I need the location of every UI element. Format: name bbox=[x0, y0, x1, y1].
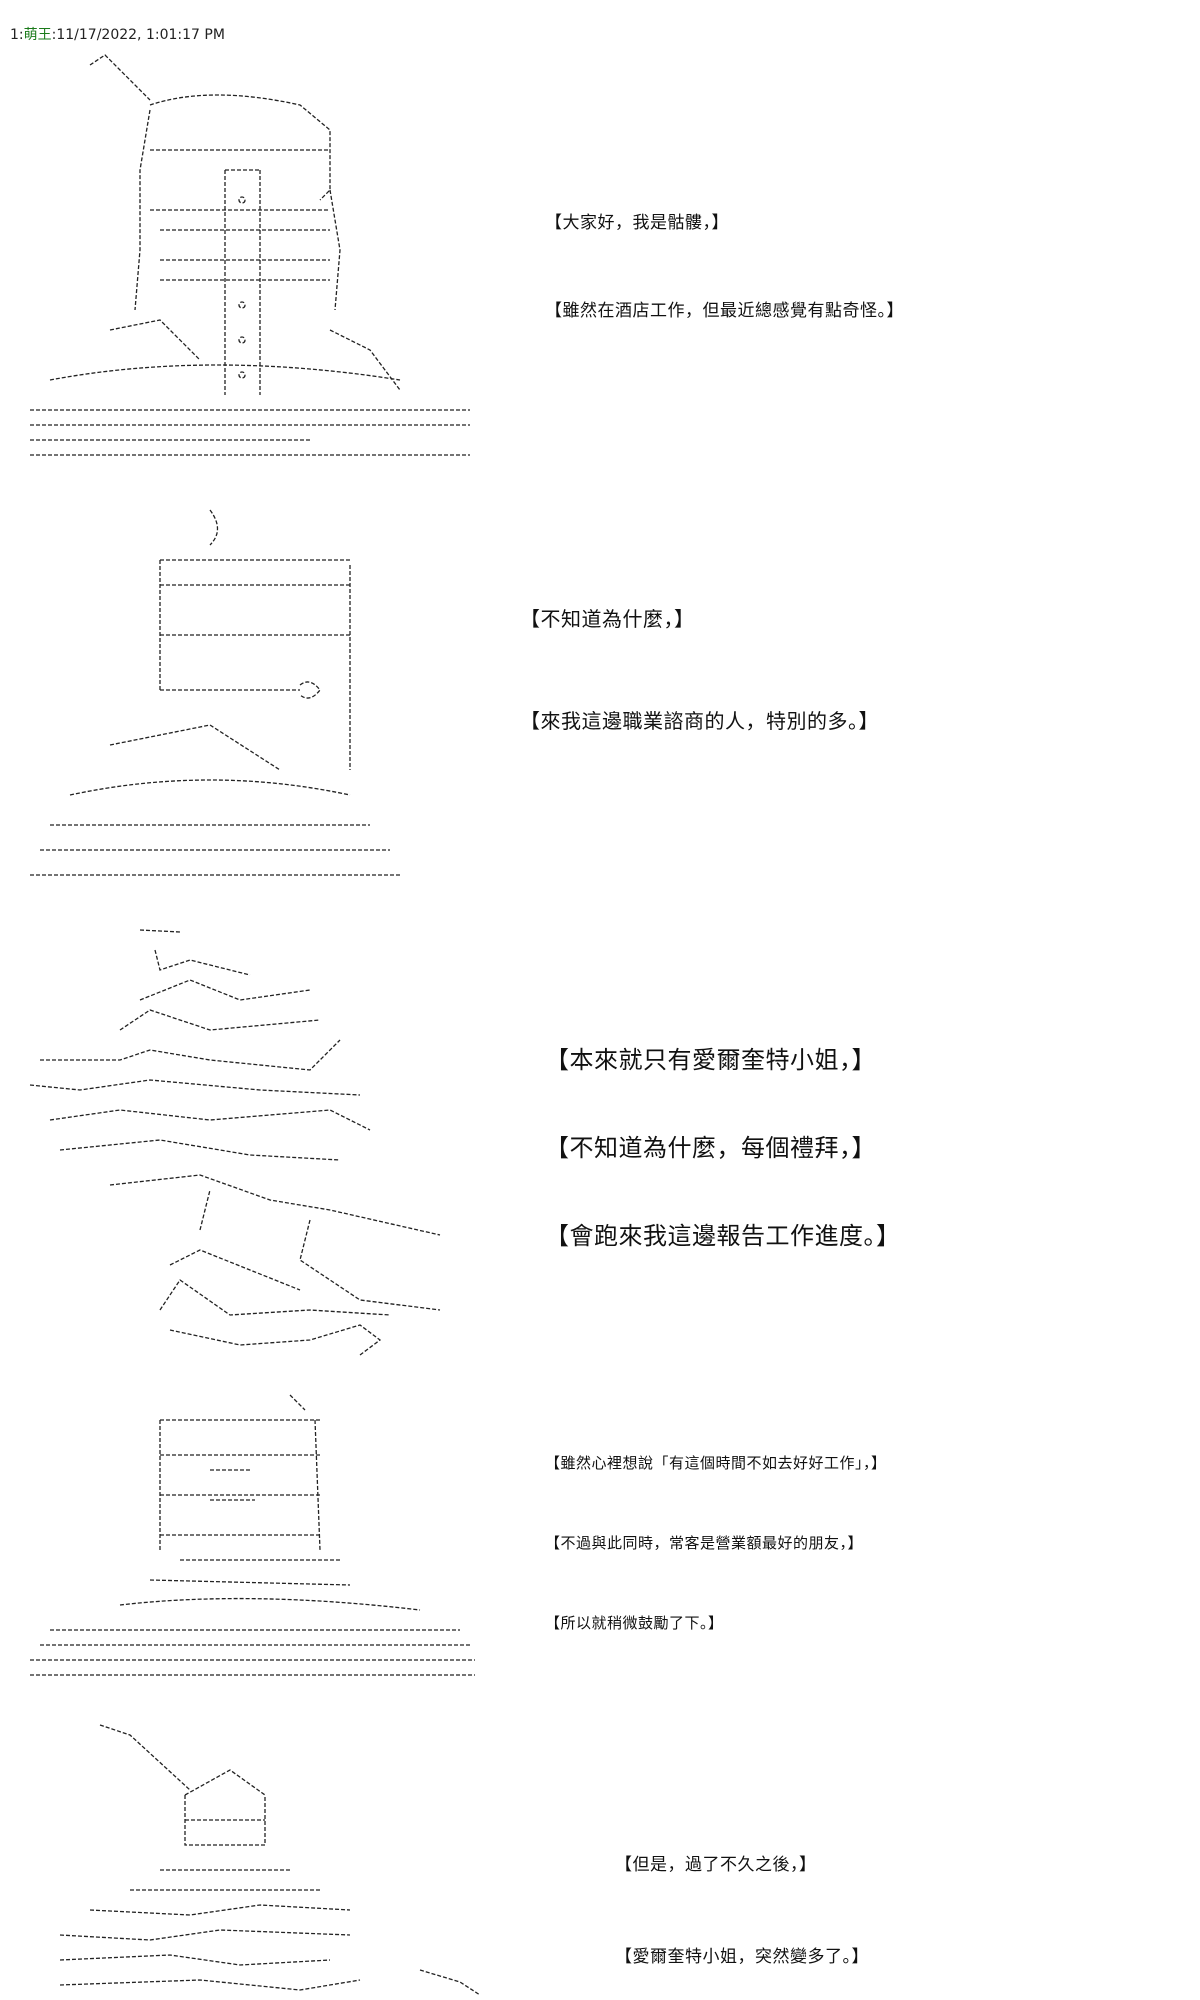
post-number: 1 bbox=[10, 27, 19, 43]
panel-4-dialogue-3: 【所以就稍微鼓勵了下。】 bbox=[545, 1614, 724, 1632]
panel-5-dialogue-1: 【但是，過了不久之後，】 bbox=[615, 1855, 817, 1875]
panel-1-dialogue-1: 【大家好，我是骷髏，】 bbox=[545, 213, 729, 233]
panel-1-ascii-art bbox=[10, 50, 470, 470]
panel-5-dialogue-2: 【愛爾奎特小姐，突然變多了。】 bbox=[615, 1947, 869, 1967]
panel-3-dialogue-1: 【本來就只有愛爾奎特小姐，】 bbox=[545, 1046, 876, 1074]
panel-3-dialogue-2: 【不知道為什麼，每個禮拜，】 bbox=[545, 1134, 876, 1162]
panel-4-ascii-art bbox=[20, 1390, 480, 1690]
panel-2-ascii-art bbox=[10, 505, 410, 885]
panel-4-dialogue-1: 【雖然心裡想說「有這個時間不如去好好工作」，】 bbox=[545, 1454, 887, 1472]
post-author[interactable]: 萌王 bbox=[23, 27, 52, 43]
panel-3-dialogue-3: 【會跑來我這邊報告工作進度。】 bbox=[545, 1222, 901, 1250]
panel-1-dialogue-2: 【雖然在酒店工作，但最近總感覺有點奇怪。】 bbox=[545, 301, 904, 321]
post-timestamp: 11/17/2022, 1:01:17 PM bbox=[56, 27, 225, 43]
post-header: 1:萌王:11/17/2022, 1:01:17 PM bbox=[10, 27, 225, 43]
panel-3-ascii-art bbox=[10, 920, 460, 1365]
panel-2-dialogue-1: 【不知道為什麼，】 bbox=[520, 607, 695, 631]
panel-2-dialogue-2: 【來我這邊職業諮商的人，特別的多。】 bbox=[520, 709, 879, 733]
panel-4-dialogue-2: 【不過與此同時，常客是營業額最好的朋友，】 bbox=[545, 1534, 864, 1552]
panel-5-ascii-art bbox=[20, 1720, 480, 2000]
